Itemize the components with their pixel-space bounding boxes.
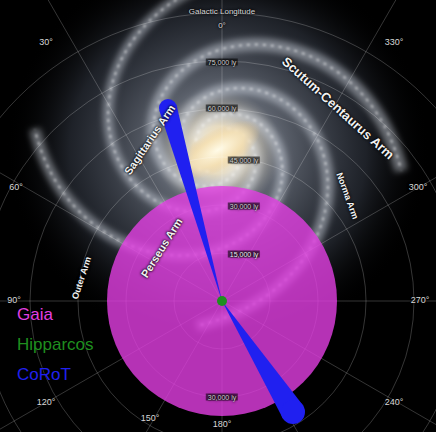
longitude-label: 30° xyxy=(39,38,53,47)
legend-text: Hipparcos xyxy=(17,335,94,354)
legend-entry: Gaia xyxy=(17,306,53,323)
longitude-label: 300° xyxy=(409,183,428,192)
longitude-label: 0° xyxy=(218,22,226,30)
longitude-label: 270° xyxy=(411,296,430,305)
legend-text: CoRoT xyxy=(17,365,71,384)
legend-entry: Hipparcos xyxy=(17,336,94,353)
longitude-label: 180° xyxy=(213,420,232,429)
distance-label: 45,000 ly xyxy=(228,157,260,164)
corot-lobe xyxy=(159,99,222,301)
distance-ring xyxy=(0,61,436,432)
longitude-label: 330° xyxy=(385,38,404,47)
longitude-label: 150° xyxy=(141,414,160,423)
longitude-label: 90° xyxy=(7,296,21,305)
longitude-label: 120° xyxy=(37,398,56,407)
spiral-arm xyxy=(108,0,256,212)
distance-label: 15,000 ly xyxy=(228,251,260,258)
gaia-coverage xyxy=(107,186,337,416)
distance-label: 75,000 ly xyxy=(206,59,238,66)
axis-title: Galactic Longitude xyxy=(189,8,255,16)
longitude-label: 240° xyxy=(385,398,404,407)
legend-entry: CoRoT xyxy=(17,366,71,383)
corot-lobe xyxy=(222,301,305,424)
distance-label: 30,000 ly xyxy=(206,394,238,401)
hipparcos-coverage xyxy=(217,296,227,306)
longitude-label: 60° xyxy=(9,183,23,192)
distance-ring xyxy=(78,157,366,432)
distance-label: 60,000 ly xyxy=(206,105,238,112)
legend-text: Gaia xyxy=(17,305,53,324)
distance-label: 30,000 ly xyxy=(228,203,260,210)
distance-ring xyxy=(0,13,436,432)
star-cluster xyxy=(108,0,256,212)
